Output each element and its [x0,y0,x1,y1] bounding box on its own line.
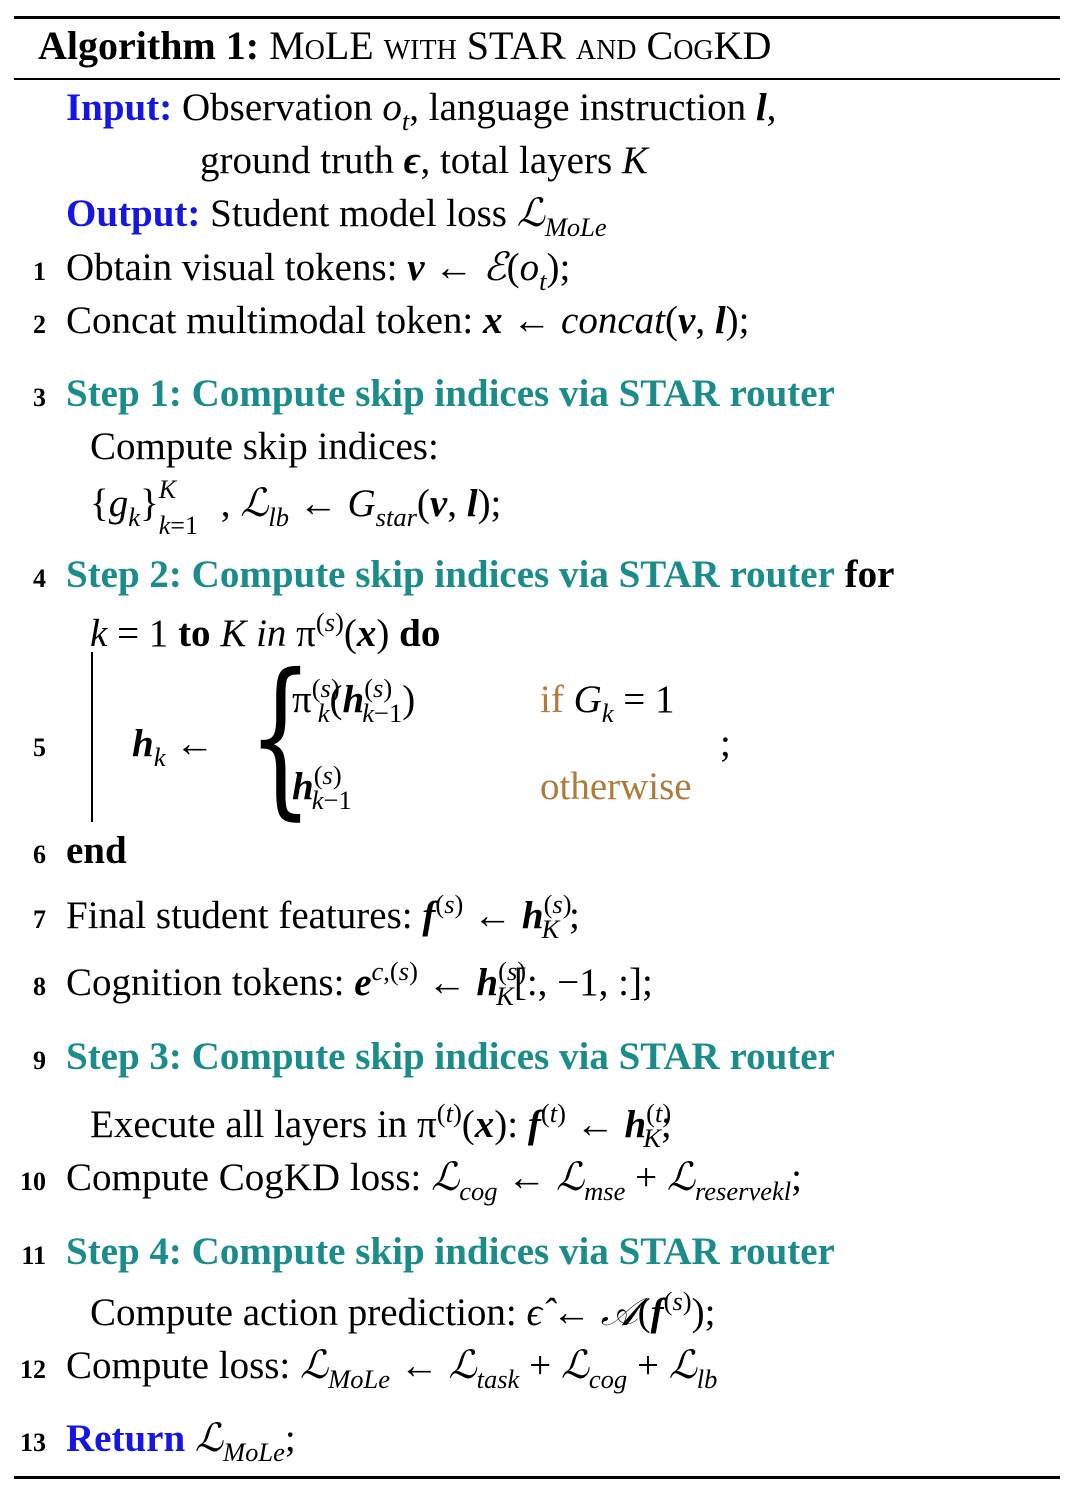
line-8-math: ec,(s) ← h(s)K[:, −1, :]; [354,956,653,1012]
line-6: end [66,827,127,875]
line-10-text: Compute CogKD loss: [66,1156,422,1199]
line-10: Compute CogKD loss: ℒcog ← ℒmse + ℒreser… [66,1154,802,1207]
line-12-math: ℒMoLe ← ℒtask + ℒcog + ℒlb [300,1343,718,1395]
line-number: 13 [20,1428,46,1457]
line-5-semicolon: ; [720,722,731,765]
line-4: Step 2: Compute skip indices via STAR ro… [66,551,894,599]
bottom-rule [14,1476,1060,1479]
line-1: Obtain visual tokens: v ← ℰ(ot); [66,244,571,297]
case-2-math: h(s)k−1 [292,760,352,816]
top-rule [14,16,1060,19]
line-number: 1 [33,257,46,286]
line-11: Step 4: Compute skip indices via STAR ro… [66,1228,835,1276]
line-9: Step 3: Compute skip indices via STAR ro… [66,1033,835,1081]
output-keyword: Output: [66,192,201,235]
line-10-math: ℒcog ← ℒmse + ℒreservekl; [431,1155,802,1207]
case-1-math: π(s)k(h(s)k−1) [292,673,416,729]
end-keyword: end [66,829,127,872]
input-text-2: ground truth ϵ, total layers K [200,139,648,182]
line-12: Compute loss: ℒMoLe ← ℒtask + ℒcog + ℒlb [66,1342,718,1395]
algorithm-name: MoLE with STAR and CogKD [269,23,772,68]
line-11b-math: ϵ̂ ← 𝒜(f(s)); [526,1286,716,1335]
line-number: 6 [33,840,46,869]
line-5-lhs: hk ← [132,720,215,773]
line-9b-math: π(t)(x): f(t) ← h(t)K; [417,1098,672,1154]
line-7-text: Final student features: [66,894,413,937]
line-8: Cognition tokens: ec,(s) ← h(s)K[:, −1, … [66,956,653,1012]
line-number: 5 [33,733,46,762]
cond-1-math: Gk = 1 [573,678,675,729]
line-number: 9 [33,1046,46,1075]
input-line: Input: Observation ot, language instruct… [66,84,777,137]
input-text-1: Observation ot, language instruction l, [181,86,777,137]
line-7-math: f(s) ← h(s)K ; [422,889,580,945]
line-2: Concat multimodal token: x ← concat(v, l… [66,297,749,345]
line-5-lhs-math: hk ← [132,722,215,773]
loop-bar [91,652,93,822]
line-9b-text: Execute all layers in [90,1103,408,1146]
line-number: 10 [20,1167,46,1196]
input-keyword: Input: [66,86,173,129]
output-text: Student model loss ℒMoLe [210,191,607,243]
line-12-text: Compute loss: [66,1344,291,1387]
line-13: Return ℒMoLe; [66,1415,296,1468]
title-rule [14,78,1060,80]
line-4b: k = 1 to K in π(s)(x) do [90,607,441,658]
line-13-math: ℒMoLe; [194,1416,296,1468]
case-brace: { [248,638,313,836]
line-2-math: x ← concat(v, l); [483,299,750,342]
otherwise-label: otherwise [540,765,692,808]
step-1-heading: Step 1: Compute skip indices via STAR ro… [66,372,835,415]
line-number: 4 [33,564,46,593]
line-number: 11 [21,1241,46,1270]
line-5-case-2: h(s)k−1 [292,760,352,816]
line-11b-text: Compute action prediction: [90,1291,517,1334]
line-number: 12 [20,1355,46,1384]
line-3b: Compute skip indices: [90,423,439,471]
line-3: Step 1: Compute skip indices via STAR ro… [66,370,835,418]
if-label: if [540,678,564,721]
for-keyword: for [844,553,895,596]
line-5-case-1: π(s)k(h(s)k−1) [292,673,416,729]
line-1-math: v ← ℰ(ot); [407,245,571,297]
step-2-heading: Step 2: Compute skip indices via STAR ro… [66,553,835,596]
line-9b: Execute all layers in π(t)(x): f(t) ← h(… [90,1098,672,1154]
line-number: 2 [33,310,46,339]
line-number: 8 [33,972,46,1001]
line-5-cond-2: otherwise [540,763,692,811]
line-number: 3 [33,383,46,412]
line-2-text: Concat multimodal token: [66,299,474,342]
line-3b-text: Compute skip indices: [90,425,439,468]
line-number: 7 [33,905,46,934]
line-5-cond-1: if Gk = 1 [540,676,675,729]
step-3-heading: Step 3: Compute skip indices via STAR ro… [66,1035,835,1078]
line-4b-math: k = 1 to K in π(s)(x) do [90,607,441,655]
line-1-text: Obtain visual tokens: [66,246,398,289]
input-line-2: ground truth ϵ, total layers K [200,137,648,185]
return-keyword: Return [66,1417,186,1460]
algorithm-label: Algorithm 1: [38,23,260,68]
line-11b: Compute action prediction: ϵ̂ ← 𝒜(f(s)); [90,1286,716,1337]
output-line: Output: Student model loss ℒMoLe [66,190,607,243]
line-8-text: Cognition tokens: [66,961,345,1004]
step-4-heading: Step 4: Compute skip indices via STAR ro… [66,1230,835,1273]
line-7: Final student features: f(s) ← h(s)K ; [66,889,580,945]
algorithm-title: Algorithm 1: MoLE with STAR and CogKD [38,22,771,70]
